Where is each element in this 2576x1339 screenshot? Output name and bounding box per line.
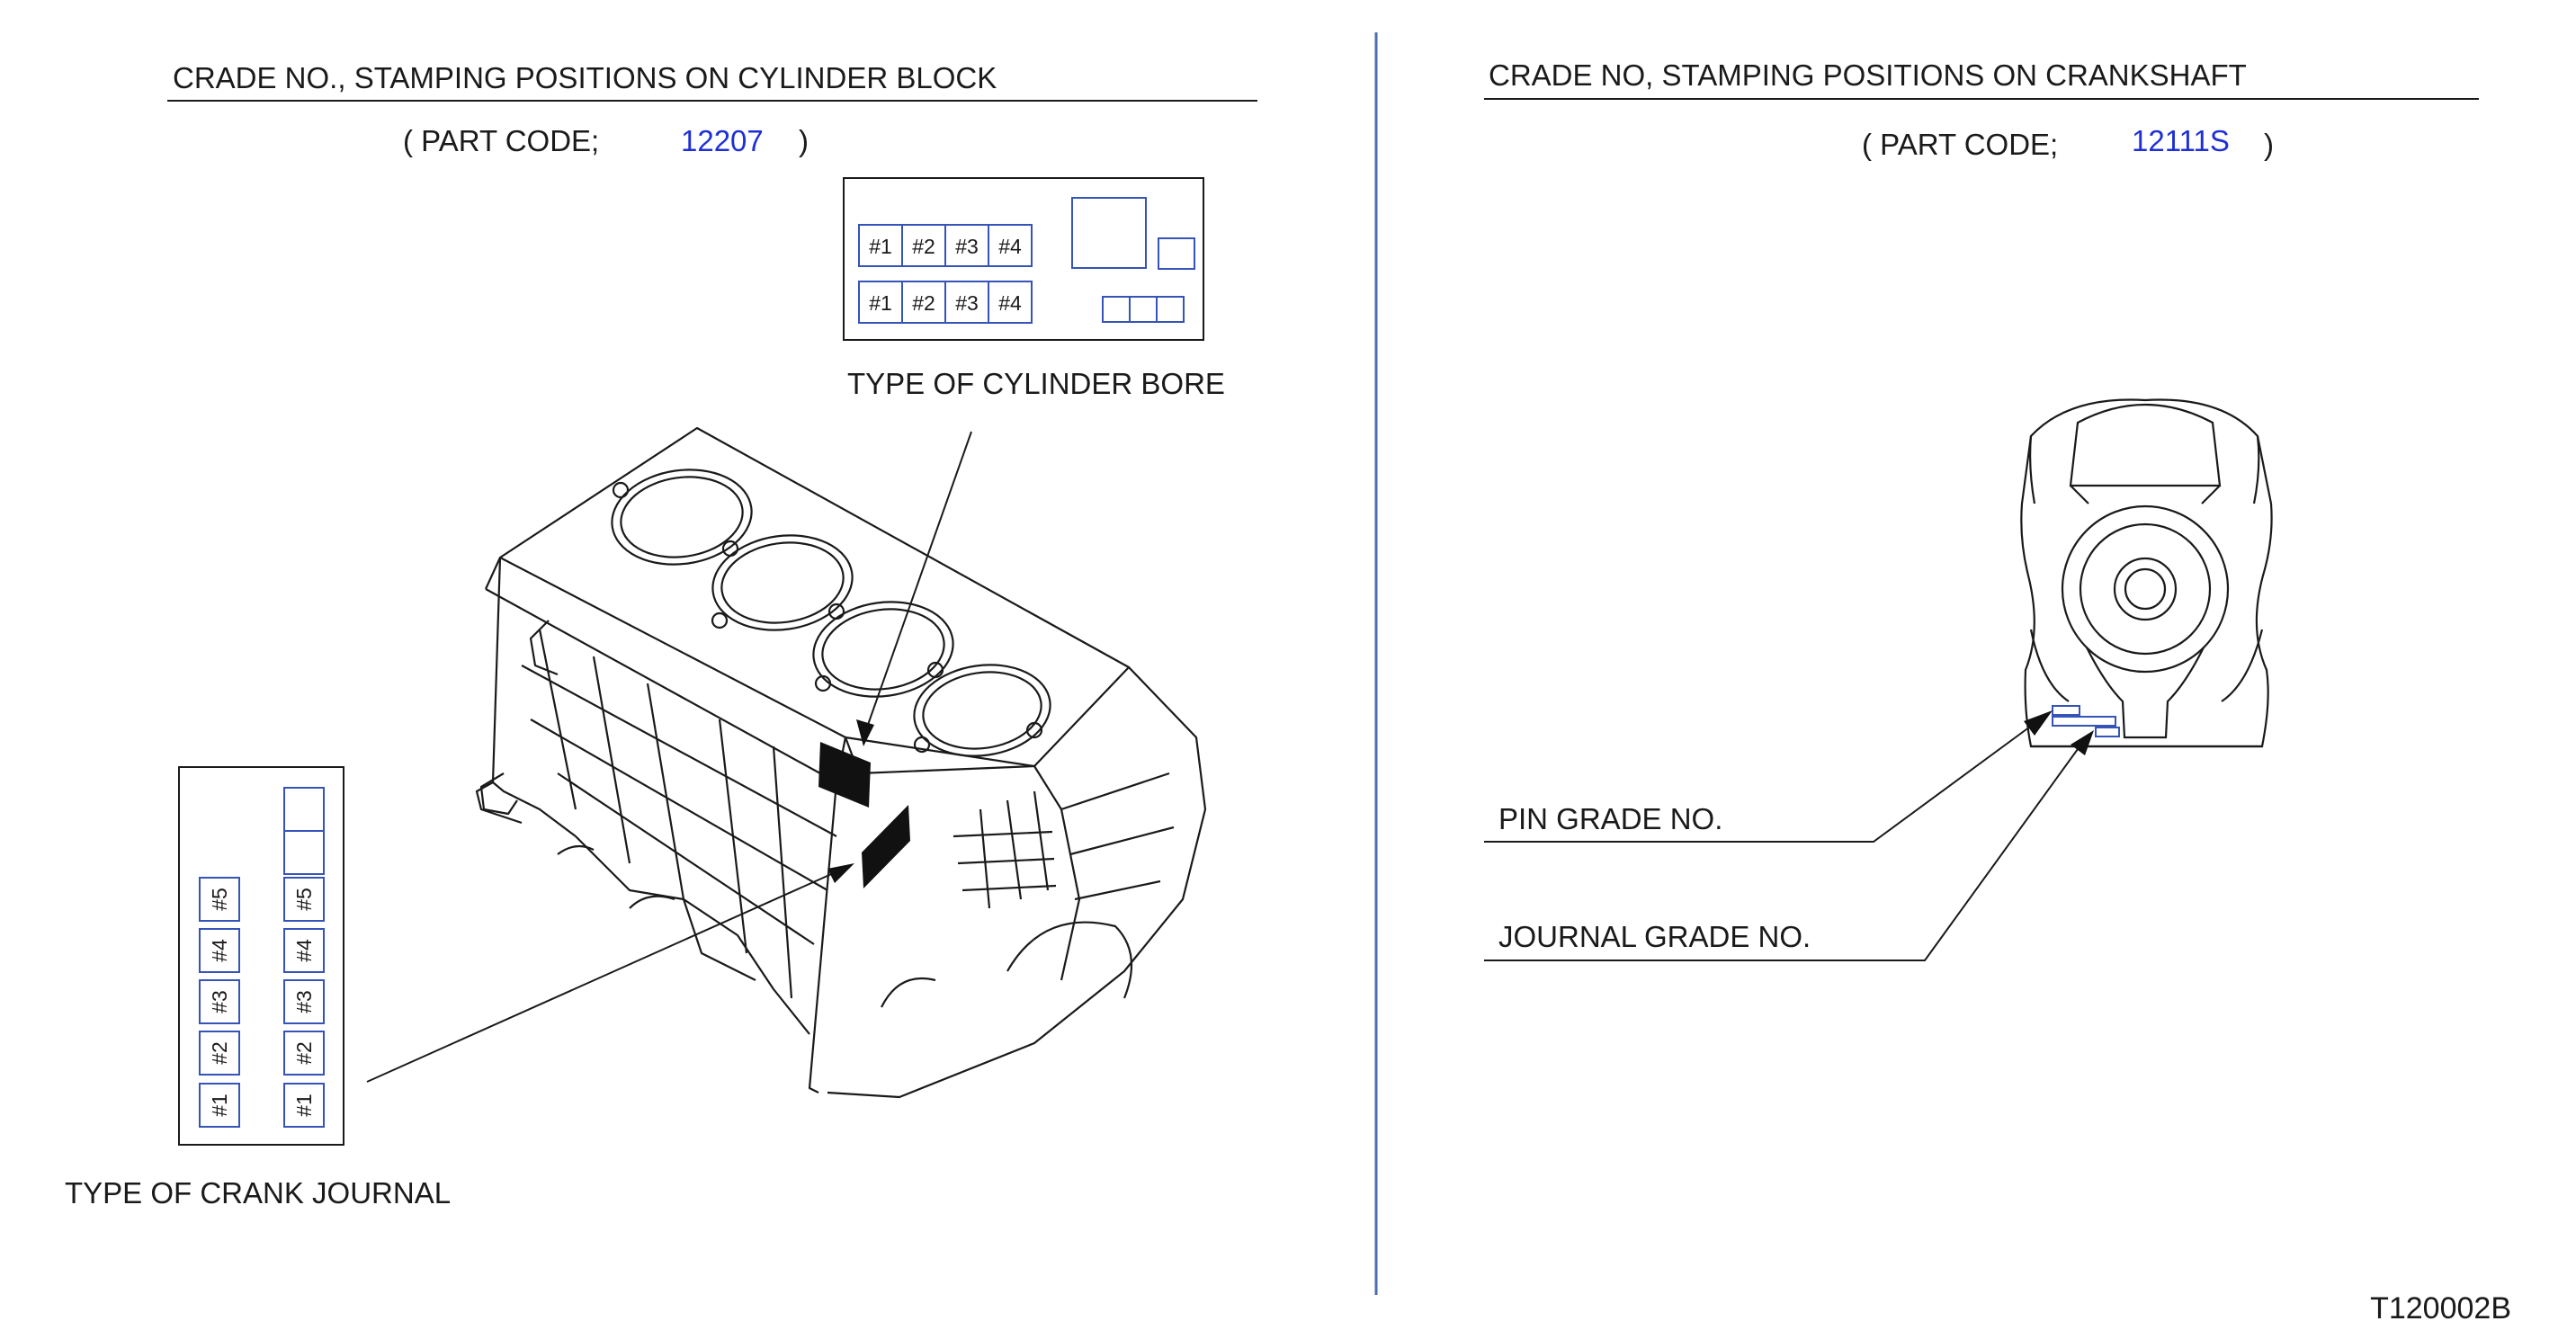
right-title: CRADE NO, STAMPING POSITIONS ON CRANKSHA… bbox=[1489, 58, 2247, 92]
bore-r2-c2: #2 bbox=[912, 291, 935, 315]
pin-leader-line bbox=[1484, 719, 2041, 843]
journal-leader-arrow bbox=[827, 863, 854, 883]
pin-stamp-mark bbox=[2052, 705, 2080, 716]
bore-large-blank bbox=[1071, 197, 1147, 269]
journal-stamp-mark bbox=[2095, 727, 2120, 737]
left-part-code-label: ( PART CODE; bbox=[403, 124, 599, 157]
cylinder-bore-stamp-box: #1 #2 #3 #4 #1 #2 #3 #4 bbox=[843, 177, 1204, 341]
journal-right-4: #4 bbox=[292, 939, 316, 962]
bore-r2-c3: #3 bbox=[955, 291, 979, 315]
bore-r1-c4: #4 bbox=[998, 235, 1022, 258]
bore-r2-c1: #1 bbox=[869, 291, 892, 315]
bore-r2-c4: #4 bbox=[998, 291, 1022, 315]
right-part-code-close: ) bbox=[2264, 128, 2274, 161]
bore-blank-1 bbox=[1102, 296, 1131, 323]
bore-row-1: #1 #2 #3 #4 bbox=[858, 224, 1033, 267]
journal-left-5: #5 bbox=[208, 888, 231, 911]
journal-left-1: #1 bbox=[208, 1094, 231, 1117]
journal-leader-line bbox=[366, 867, 846, 1083]
bore-row-2: #1 #2 #3 #4 bbox=[858, 281, 1033, 324]
journal-leader-line-right bbox=[1484, 738, 2086, 961]
crank-journal-caption: TYPE OF CRANK JOURNAL bbox=[65, 1176, 451, 1210]
cylinder-bore-caption: TYPE OF CYLINDER BORE bbox=[847, 367, 1225, 400]
bore-leader-line bbox=[863, 431, 972, 738]
journal-stamp-pad bbox=[862, 805, 910, 888]
pin-stamp-strip bbox=[2052, 716, 2116, 727]
right-part-code-value: 12111S bbox=[2132, 124, 2230, 157]
bore-small-blank bbox=[1158, 237, 1195, 270]
bore-r1-c2: #2 bbox=[912, 235, 935, 258]
journal-left-2: #2 bbox=[208, 1041, 231, 1065]
journal-leader-arrow-right bbox=[2071, 730, 2094, 755]
pin-grade-label: PIN GRADE NO. bbox=[1498, 802, 1722, 835]
bore-r1-c3: #3 bbox=[955, 235, 979, 258]
bore-leader-arrow bbox=[856, 719, 874, 746]
journal-left-3: #3 bbox=[208, 990, 231, 1013]
journal-left-4: #4 bbox=[208, 939, 231, 962]
journal-right-3: #3 bbox=[292, 990, 316, 1013]
crank-journal-stamp-box: #5 #4 #3 #2 #1 #5 #4 #3 #2 #1 bbox=[178, 766, 344, 1146]
bore-blank-3 bbox=[1156, 296, 1185, 323]
journal-right-2: #2 bbox=[292, 1041, 316, 1065]
pin-leader-arrow bbox=[2024, 710, 2053, 736]
journal-grade-label: JOURNAL GRADE NO. bbox=[1498, 920, 1811, 953]
bore-r1-c1: #1 bbox=[869, 235, 892, 258]
left-title: CRADE NO., STAMPING POSITIONS ON CYLINDE… bbox=[173, 61, 997, 94]
left-part-code-value: 12207 bbox=[681, 124, 764, 157]
journal-right-5: #5 bbox=[292, 888, 316, 911]
figure-id: T120002B bbox=[2370, 1291, 2511, 1326]
bore-stamp-pad bbox=[818, 742, 871, 808]
right-part-code-label: ( PART CODE; bbox=[1862, 128, 2058, 161]
left-part-code-close: ) bbox=[799, 124, 809, 157]
bore-blank-2 bbox=[1129, 296, 1158, 323]
journal-right-1: #1 bbox=[292, 1094, 316, 1117]
crankshaft-illustration bbox=[2020, 398, 2273, 748]
